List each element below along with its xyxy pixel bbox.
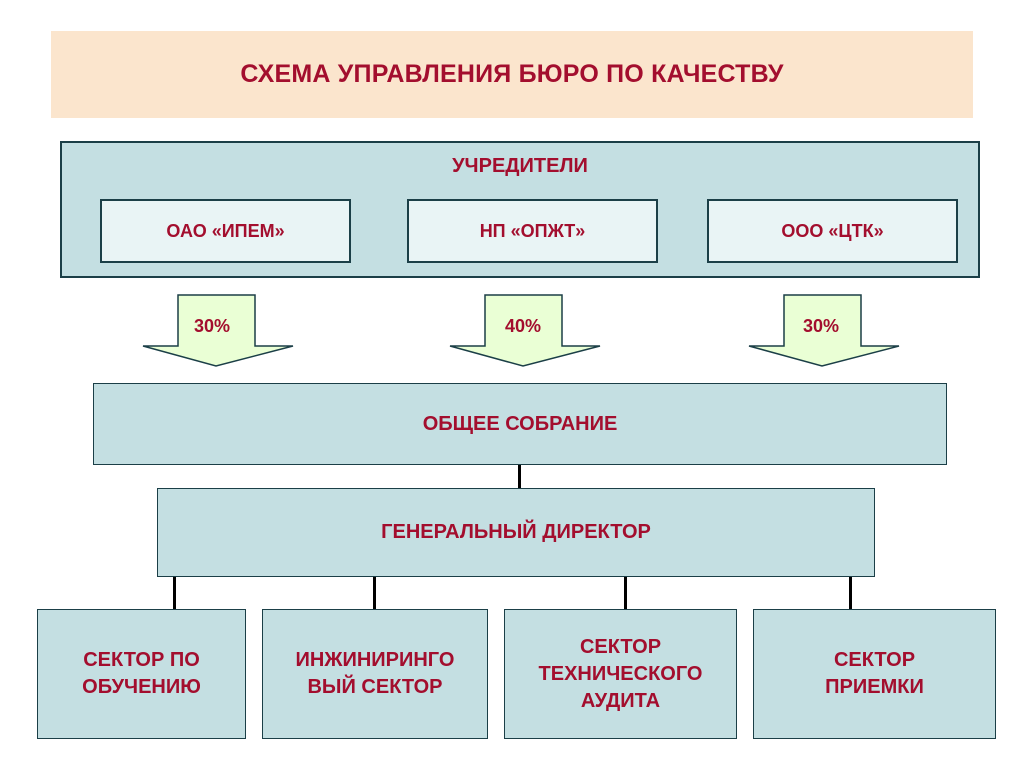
connector-line [518,465,521,489]
share-arrow-down-icon [449,294,601,367]
connector-line [849,577,852,609]
share-label-ctk: 30% [802,316,840,336]
sector-label-line: ПРИЕМКИ [825,676,924,698]
sector-acceptance: СЕКТОР ПРИЕМКИ [753,609,996,739]
connector-line [373,577,376,609]
sector-training: СЕКТОР ПО ОБУЧЕНИЮ [37,609,246,739]
sector-label-line: СЕКТОР [579,635,662,658]
founder-name: ОАО «ИПЕМ» [166,220,285,241]
sector-label-line: СЕКТОР ПО [83,649,200,671]
founder-name: НП «ОПЖТ» [479,220,586,241]
share-arrow-down-icon [748,294,900,367]
connector-line [173,577,176,609]
founders-panel: УЧРЕДИТЕЛИ ОАО «ИПЕМ» НП «ОПЖТ» ООО «ЦТК… [60,141,980,278]
share-label-opzht: 40% [504,316,542,336]
founder-box-ctk: ООО «ЦТК» [707,199,958,263]
founder-box-ipem: ОАО «ИПЕМ» [100,199,351,263]
sector-label-line: ТЕХНИЧЕСКОГО [538,662,703,685]
page-title: СХЕМА УПРАВЛЕНИЯ БЮРО ПО КАЧЕСТВУ [240,60,784,88]
general-director-label: ГЕНЕРАЛЬНЫЙ ДИРЕКТОР [381,521,651,543]
general-director-box: ГЕНЕРАЛЬНЫЙ ДИРЕКТОР [157,488,875,577]
general-meeting-box: ОБЩЕЕ СОБРАНИЕ [93,383,947,465]
title-band: СХЕМА УПРАВЛЕНИЯ БЮРО ПО КАЧЕСТВУ [51,31,973,118]
sector-label-line: ИНЖИНИРИНГО [295,649,455,671]
sector-label-line: ВЫЙ СЕКТОР [307,676,443,698]
sector-label-line: АУДИТА [580,689,661,712]
general-meeting-label: ОБЩЕЕ СОБРАНИЕ [422,412,618,435]
connector-line [624,577,627,609]
share-arrow-down-icon [142,294,294,367]
sector-engineering: ИНЖИНИРИНГО ВЫЙ СЕКТОР [262,609,488,739]
sector-label-line: ОБУЧЕНИЮ [82,676,201,698]
share-label-ipem: 30% [193,316,231,336]
founders-title: УЧРЕДИТЕЛИ [452,155,588,177]
founder-name: ООО «ЦТК» [781,220,884,241]
founder-box-opzht: НП «ОПЖТ» [407,199,658,263]
sector-label-line: СЕКТОР [833,649,916,671]
sector-technical-audit: СЕКТОР ТЕХНИЧЕСКОГО АУДИТА [504,609,737,739]
